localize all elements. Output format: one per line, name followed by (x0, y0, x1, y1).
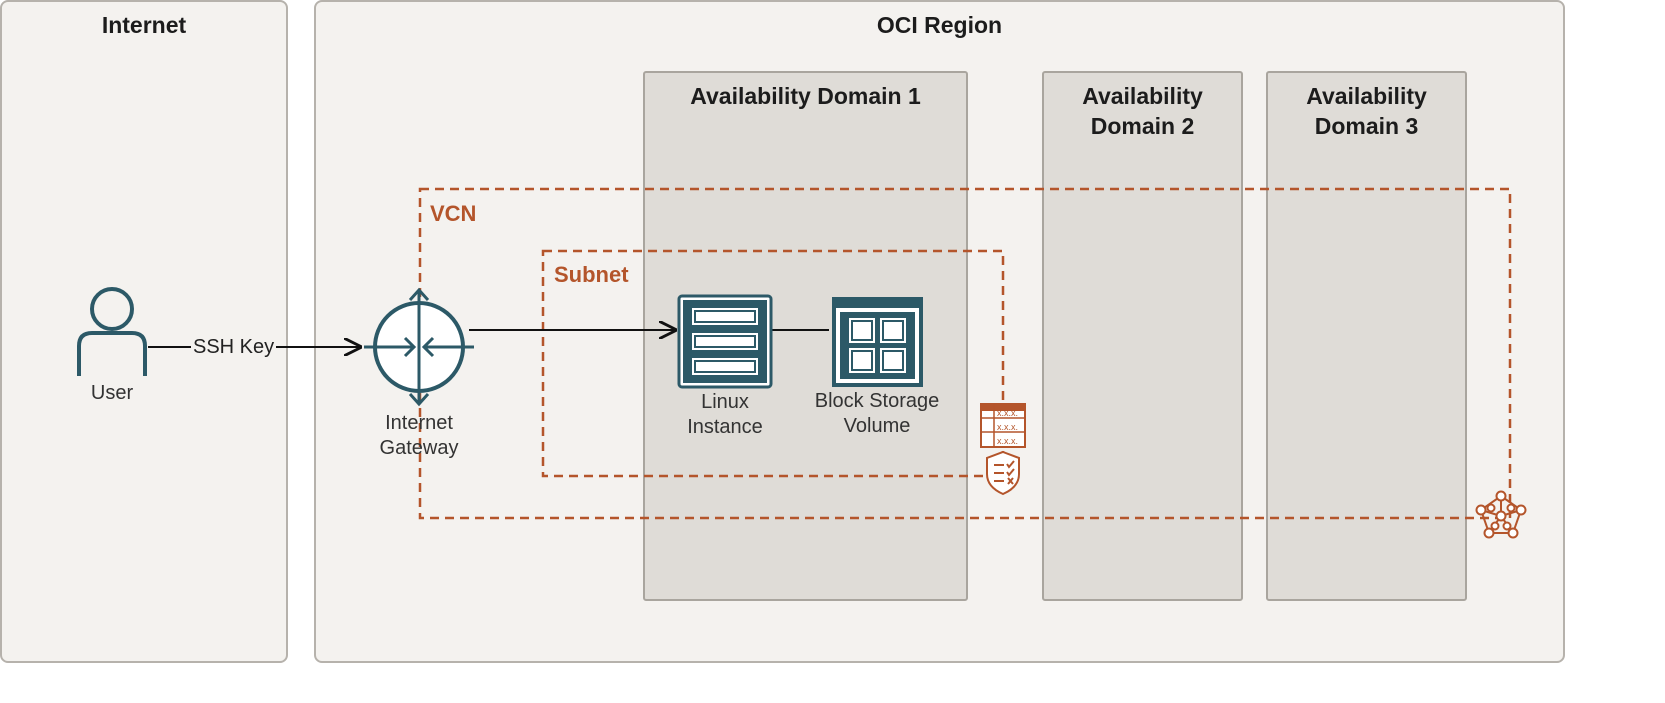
security-list-icon (986, 450, 1020, 496)
block-storage-icon (832, 297, 923, 387)
subnet-label: Subnet (554, 262, 629, 287)
ssh-key-label: SSH Key (191, 335, 277, 359)
vcn-label: VCN (430, 201, 477, 226)
oci-region-title: OCI Region (876, 12, 1003, 38)
vcn-boundary (418, 187, 1512, 520)
linux-instance-icon (677, 294, 773, 389)
route-table-icon: x.x.x. x.x.x. x.x.x. (980, 403, 1026, 448)
subnet-boundary (541, 249, 1005, 478)
svg-text:x.x.x.: x.x.x. (997, 408, 1018, 418)
availability-domain-3 (1266, 71, 1467, 601)
user-label: User (90, 382, 134, 404)
internet-panel (0, 0, 288, 663)
availability-domain-2-title: Availability Domain 2 (1082, 83, 1203, 139)
svg-text:x.x.x.: x.x.x. (997, 422, 1018, 432)
internet-title: Internet (101, 12, 187, 38)
user-icon (77, 287, 147, 376)
svg-text:x.x.x.: x.x.x. (997, 436, 1018, 446)
linux-instance-label: Linux Instance (687, 391, 763, 438)
vcn-mesh-icon (1475, 490, 1527, 539)
availability-domain-2 (1042, 71, 1243, 601)
block-storage-label: Block Storage Volume (814, 390, 940, 437)
availability-domain-1-title: Availability Domain 1 (690, 83, 921, 109)
internet-gateway-icon (364, 287, 474, 407)
availability-domain-3-title: Availability Domain 3 (1306, 83, 1427, 139)
internet-gateway-label: Internet Gateway (379, 412, 459, 459)
